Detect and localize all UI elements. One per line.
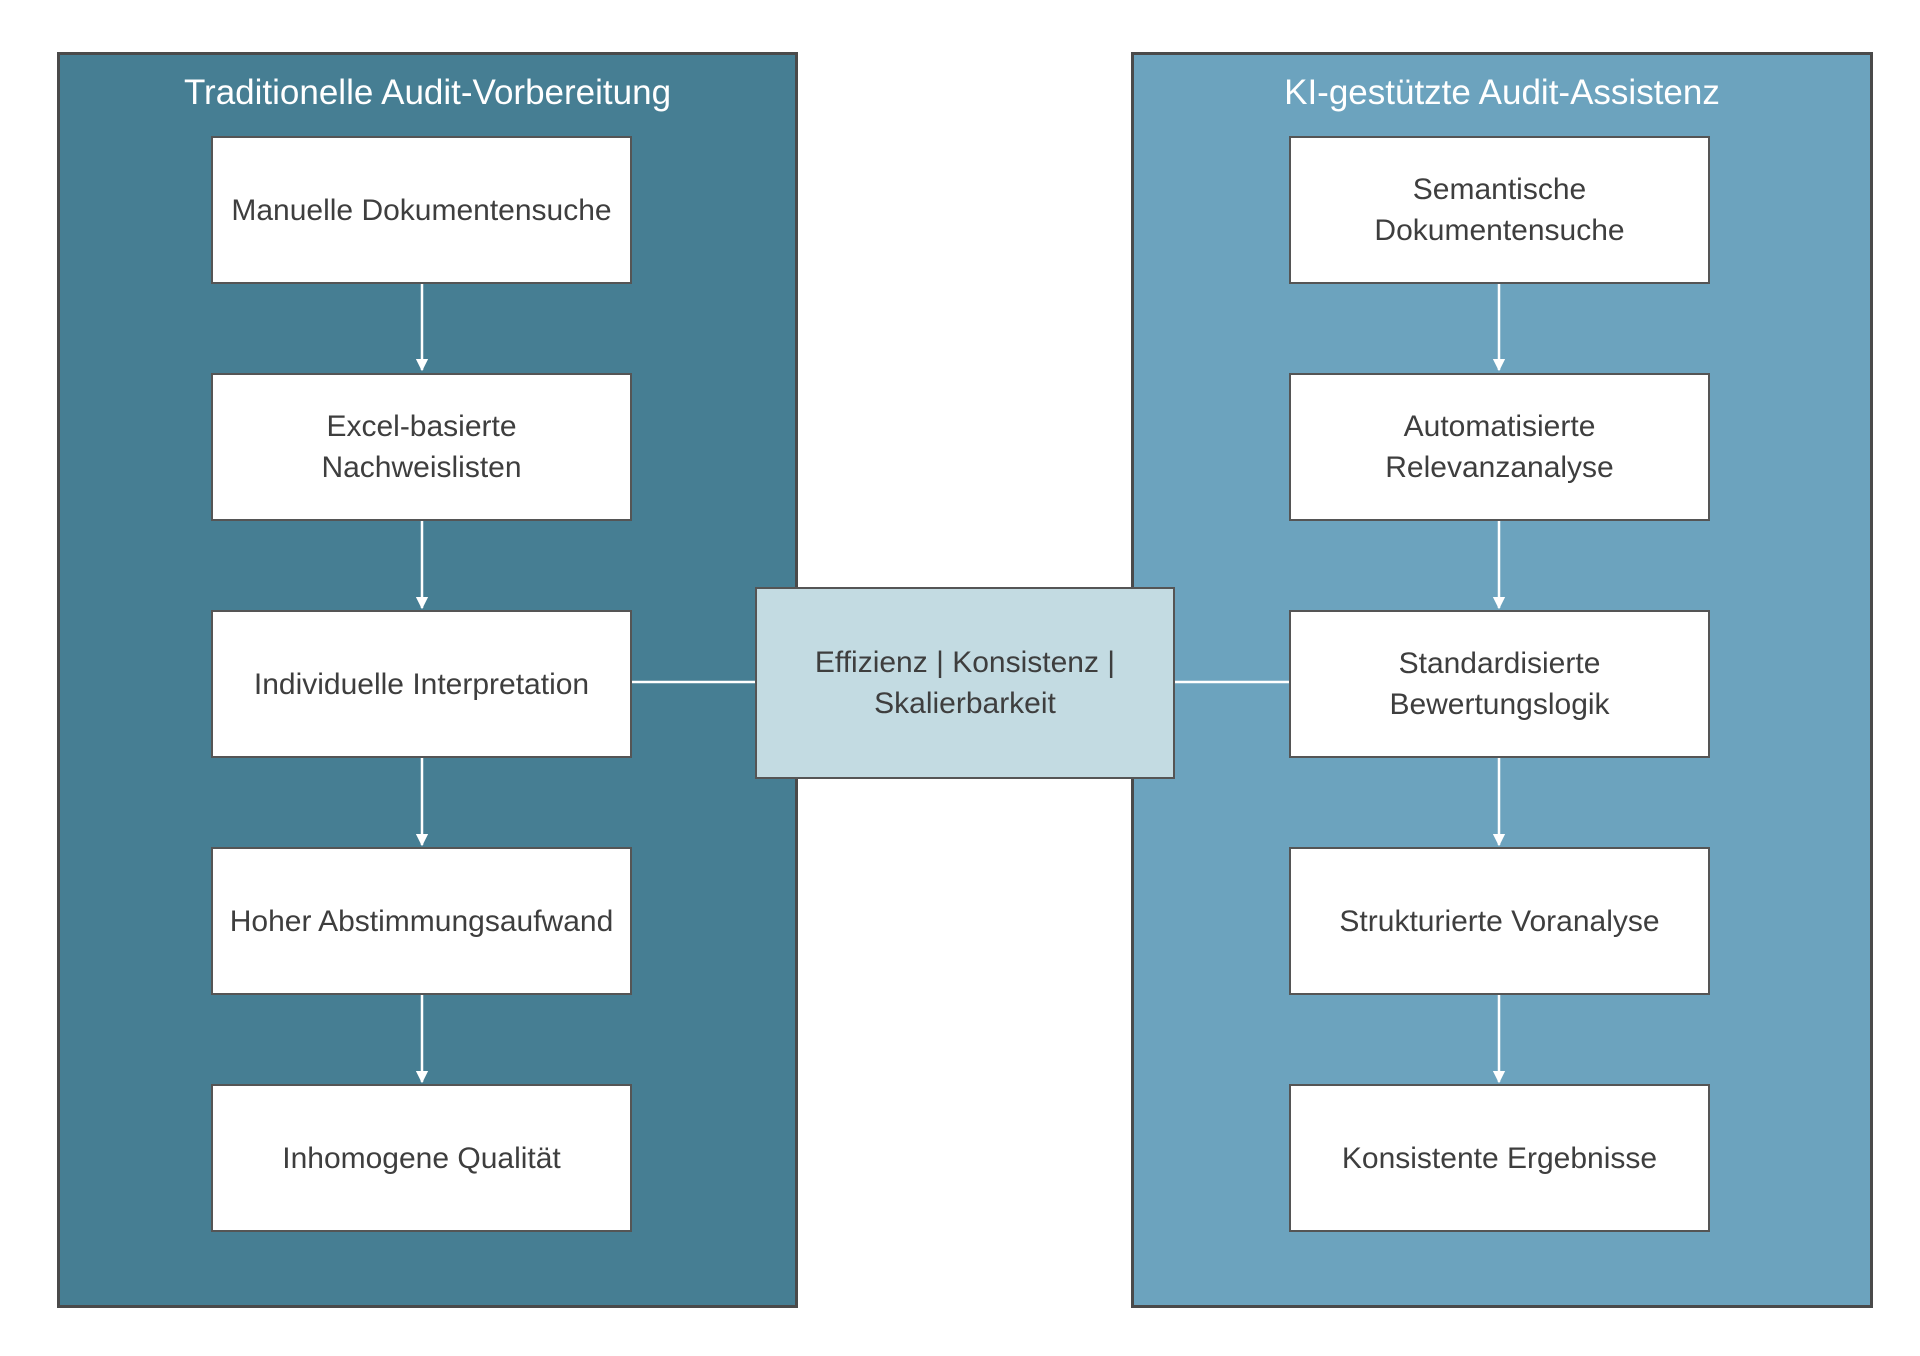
benefits-label: Effizienz | Konsistenz | Skalierbarkeit [814, 646, 1116, 720]
right-step-label: Automatisierte Relevanzanalyse [1385, 410, 1614, 484]
right-step-relevance-analysis: Automatisierte Relevanzanalyse [1289, 373, 1710, 521]
benefits-box: Effizienz | Konsistenz | Skalierbarkeit [755, 587, 1175, 779]
ai-panel-title: KI-gestützte Audit-Assistenz [1284, 73, 1720, 112]
left-step-manual-search: Manuelle Dokumentensuche [211, 136, 632, 284]
left-step-label: Inhomogene Qualität [282, 1141, 561, 1175]
left-step-label: Hoher Abstimmungsaufwand [229, 904, 614, 938]
right-step-consistent-results: Konsistente Ergebnisse [1289, 1084, 1710, 1232]
left-step-label: Manuelle Dokumentensuche [231, 193, 612, 227]
right-step-label: Konsistente Ergebnisse [1341, 1141, 1658, 1175]
right-step-label: Standardisierte Bewertungslogik [1389, 647, 1610, 721]
left-step-label: Individuelle Interpretation [253, 667, 590, 701]
right-step-label: Strukturierte Voranalyse [1339, 904, 1660, 938]
left-step-label: Excel-basierte Nachweislisten [321, 410, 522, 484]
left-step-inhomogeneous-quality: Inhomogene Qualität [211, 1084, 632, 1232]
traditional-panel-title: Traditionelle Audit-Vorbereitung [183, 73, 672, 112]
left-step-excel-lists: Excel-basierte Nachweislisten [211, 373, 632, 521]
right-step-structured-preanalysis: Strukturierte Voranalyse [1289, 847, 1710, 995]
left-step-high-coordination: Hoher Abstimmungsaufwand [211, 847, 632, 995]
right-step-semantic-search: Semantische Dokumentensuche [1289, 136, 1710, 284]
right-step-standardized-logic: Standardisierte Bewertungslogik [1289, 610, 1710, 758]
right-step-label: Semantische Dokumentensuche [1374, 173, 1625, 247]
left-step-individual-interpretation: Individuelle Interpretation [211, 610, 632, 758]
